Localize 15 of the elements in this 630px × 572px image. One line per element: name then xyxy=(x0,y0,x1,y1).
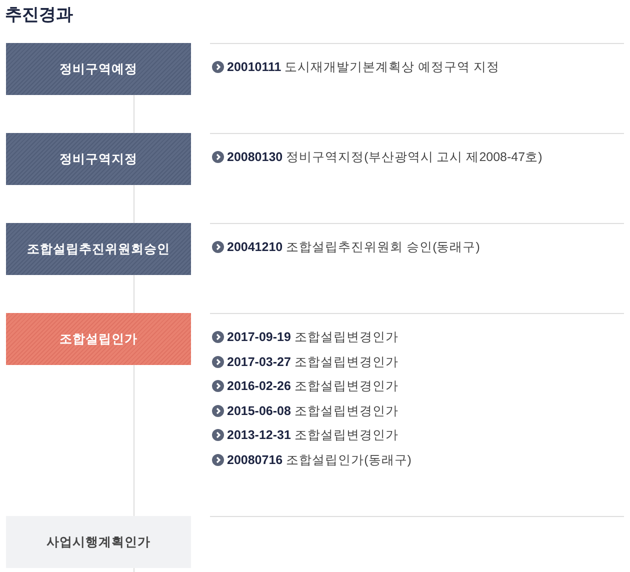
stage-box: 조합설립추진위원회승인 xyxy=(6,223,191,275)
timeline-entry: 2013-12-31 조합설립변경인가 xyxy=(227,427,398,444)
stage-box: 조합설립인가 xyxy=(6,313,191,365)
stage-box: 사업시행계획인가 xyxy=(6,516,191,568)
timeline-entry: 20041210 조합설립추진위원회 승인(동래구) xyxy=(227,239,480,256)
stage-box: 정비구역지정 xyxy=(6,133,191,185)
timeline-entry: 2017-03-27 조합설립변경인가 xyxy=(227,354,398,371)
stage-box: 정비구역예정 xyxy=(6,43,191,95)
timeline-entry: 2017-09-19 조합설립변경인가 xyxy=(227,329,398,346)
timeline-entry: 2016-02-26 조합설립변경인가 xyxy=(227,378,398,396)
timeline-entry: 2015-06-08 조합설립변경인가 xyxy=(227,402,398,420)
timeline-entry: 20080130 정비구역지정(부산광역시 고시 제2008-47호) xyxy=(227,149,542,166)
page-title: 추진경과 xyxy=(5,4,73,26)
timeline-entry: 20010111 도시재개발기본계획상 예정구역 지정 xyxy=(227,59,500,76)
timeline-entry: 20080716 조합설립인가(동래구) xyxy=(227,452,412,469)
